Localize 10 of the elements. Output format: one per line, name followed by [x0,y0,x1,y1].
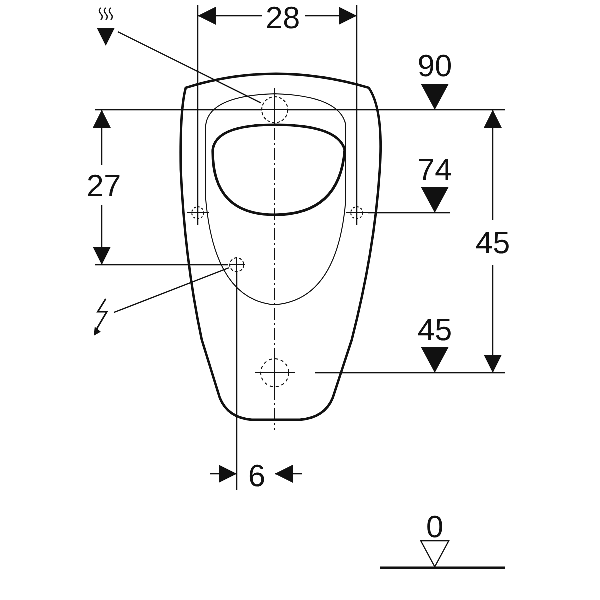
dimension-value: 45 [476,228,510,258]
dimension-value: 6 [248,460,266,492]
level-value: 90 [418,50,452,82]
leader-line [114,268,230,314]
leader-line [118,31,262,104]
dimension-value: 27 [86,170,122,202]
level-value: 45 [418,314,452,346]
level-value: 74 [418,154,452,186]
level-value: 0 [426,512,444,542]
dimension-value: 28 [266,2,300,34]
